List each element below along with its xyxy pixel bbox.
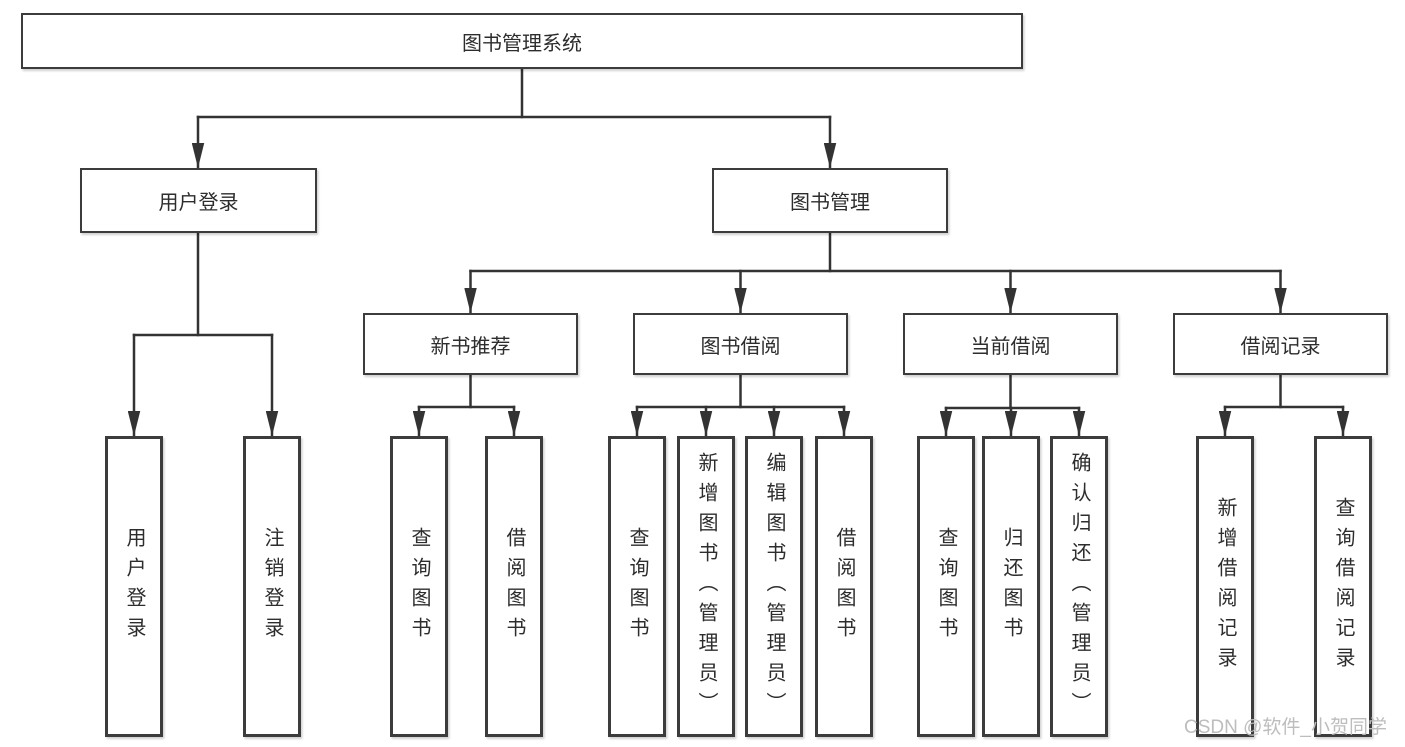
node-label: 当前借阅 (970, 335, 1051, 358)
leaf-logout: 注销登录 (243, 436, 301, 737)
leaf-return-books: 归还图书 (982, 436, 1040, 737)
node-label: 图书管理系统 (462, 32, 582, 55)
node-library-management-system: 图书管理系统 (21, 13, 1023, 69)
node-new-book-recommend: 新书推荐 (363, 313, 578, 375)
leaf-label: 归还图书 (1000, 526, 1022, 647)
node-current-borrow: 当前借阅 (903, 313, 1118, 375)
node-book-management: 图书管理 (712, 168, 948, 233)
leaf-search-books-recommend: 查询图书 (390, 436, 448, 737)
leaf-label: 查询图书 (935, 526, 957, 647)
leaf-search-books-borrow: 查询图书 (608, 436, 666, 737)
leaf-edit-books-admin: 编辑图书（管理员） (745, 436, 803, 737)
leaf-label: 查询图书 (408, 526, 430, 647)
leaf-label: 借阅图书 (503, 526, 525, 647)
leaf-label: 编辑图书（管理员） (763, 451, 785, 722)
leaf-borrow-books: 借阅图书 (815, 436, 873, 737)
leaf-label: 新增图书（管理员） (695, 451, 717, 722)
leaf-label: 确认归还（管理员） (1068, 451, 1090, 722)
node-label: 借阅记录 (1240, 335, 1321, 358)
leaf-add-borrow-record: 新增借阅记录 (1196, 436, 1254, 737)
node-label: 图书借阅 (700, 335, 781, 358)
leaf-label: 查询图书 (626, 526, 648, 647)
leaf-add-books-admin: 新增图书（管理员） (677, 436, 735, 737)
node-label: 图书管理 (790, 192, 870, 214)
leaf-borrow-books-recommend: 借阅图书 (485, 436, 543, 737)
leaf-label: 查询借阅记录 (1332, 496, 1354, 677)
leaf-search-borrow-record: 查询借阅记录 (1314, 436, 1372, 737)
leaf-label: 注销登录 (261, 526, 283, 647)
leaf-search-books-current: 查询图书 (917, 436, 975, 737)
leaf-user-login: 用户登录 (105, 436, 163, 737)
leaf-label: 用户登录 (123, 526, 145, 647)
node-user-login: 用户登录 (80, 168, 317, 233)
node-label: 用户登录 (158, 192, 239, 214)
node-borrow-record: 借阅记录 (1173, 313, 1388, 375)
leaf-label: 借阅图书 (833, 526, 855, 647)
leaf-confirm-return-admin: 确认归还（管理员） (1050, 436, 1108, 737)
node-label: 新书推荐 (430, 335, 511, 358)
watermark: CSDN @软件_小贺同学 (1184, 717, 1387, 738)
leaf-label: 新增借阅记录 (1214, 496, 1236, 677)
node-book-borrow: 图书借阅 (633, 313, 848, 375)
